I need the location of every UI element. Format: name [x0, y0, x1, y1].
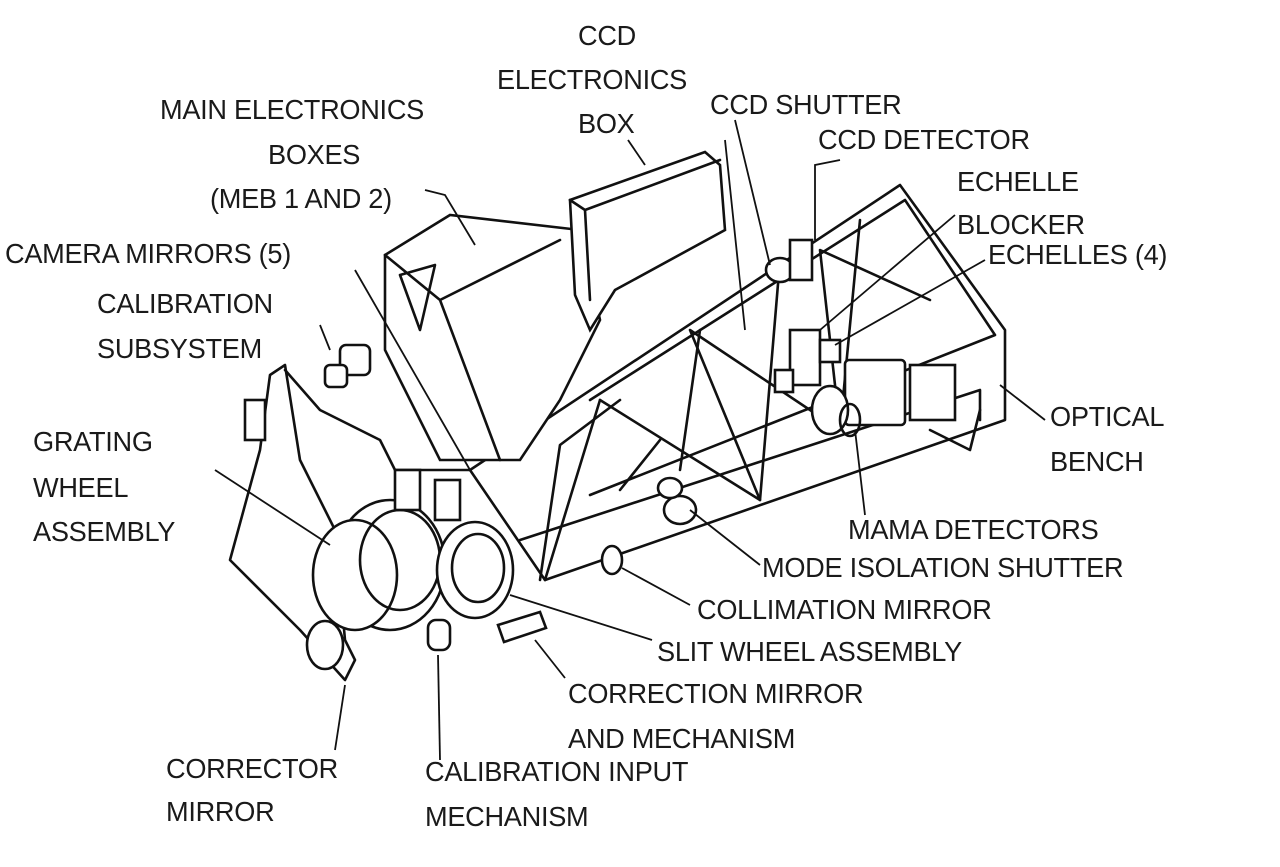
ccd-electronics-box [568, 150, 727, 333]
label-echelle-blocker-2: BLOCKER [957, 209, 1085, 240]
label-camera-mirrors: CAMERA MIRRORS (5) [5, 238, 292, 269]
label-ccd-detector: CCD DETECTOR [818, 124, 1030, 155]
label-mode-isolation-shutter: MODE ISOLATION SHUTTER [762, 552, 1124, 583]
label-calibration-subsystem-1: CALIBRATION [97, 288, 273, 319]
label-grating-wheel-1: GRATING [33, 426, 153, 457]
label-ccd-shutter: CCD SHUTTER [710, 89, 902, 120]
label-meb-3: (MEB 1 AND 2) [210, 183, 392, 214]
label-optical-bench-2: BENCH [1050, 446, 1144, 477]
label-calibration-input-2: MECHANISM [425, 801, 589, 832]
label-ccd-box-3: BOX [578, 108, 635, 139]
label-calibration-input-1: CALIBRATION INPUT [425, 756, 689, 787]
label-echelles: ECHELLES (4) [988, 239, 1168, 270]
main-electronics-box [383, 213, 602, 462]
label-ccd-box-2: ELECTRONICS [497, 64, 687, 95]
label-slit-wheel: SLIT WHEEL ASSEMBLY [657, 636, 962, 667]
label-calibration-subsystem-2: SUBSYSTEM [97, 333, 262, 364]
label-correction-mirror-2: AND MECHANISM [568, 723, 796, 754]
label-echelle-blocker-1: ECHELLE [957, 166, 1079, 197]
front-assembly [228, 343, 698, 682]
label-optical-bench-1: OPTICAL [1050, 401, 1165, 432]
label-mama-detectors: MAMA DETECTORS [848, 514, 1099, 545]
detector-assembly [764, 238, 957, 438]
label-correction-mirror-1: CORRECTION MIRROR [568, 678, 864, 709]
leader-lines [214, 119, 1046, 761]
label-meb-2: BOXES [268, 139, 361, 170]
label-grating-wheel-2: WHEEL [33, 472, 129, 503]
label-collimation-mirror: COLLIMATION MIRROR [697, 594, 992, 625]
label-corrector-mirror-1: CORRECTOR [166, 753, 338, 784]
label-ccd-box-1: CCD [578, 20, 636, 51]
label-corrector-mirror-2: MIRROR [166, 796, 275, 827]
label-grating-wheel-3: ASSEMBLY [33, 516, 176, 547]
label-meb-1: MAIN ELECTRONICS [160, 94, 424, 125]
